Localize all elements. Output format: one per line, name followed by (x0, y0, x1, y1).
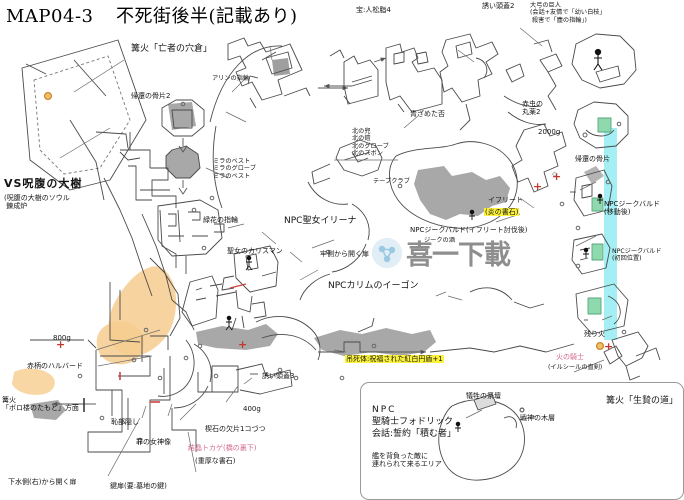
label-vs-tree-sub: (呪腹の大樹のソウル 錬成炉 (4, 194, 70, 211)
label-siegward-soup: ジークの酒 (424, 237, 455, 244)
svg-text:+: + (552, 170, 561, 183)
label-npc-box-title: NPC (372, 405, 397, 415)
label-npc-box-covenant: 会話:誓約「積む者」 (372, 429, 457, 439)
label-red-halberd: 赤柄のハルバード (27, 362, 83, 370)
label-ifrit-stone: (炎の書石) (484, 208, 520, 217)
label-crystal-lizard-sub: (重厚な書石) (195, 457, 236, 465)
label-npc-siegbald-first: NPCジークバルド (初回位置) (612, 248, 662, 263)
label-sewer-door: 下水側(右)から開く扉 (8, 478, 77, 486)
svg-text:+: + (533, 180, 542, 193)
page-title: MAP04-3 不死街後半(記載あり) (6, 2, 298, 28)
label-giant-bow: 大弓の巨人 (会話+友情で「幼い白枝」 殺害で「塵の指輪」) (530, 2, 606, 24)
label-vs-tree: VS呪腹の大樹 (4, 177, 83, 190)
light-beam (604, 128, 617, 340)
svg-text:+: + (604, 340, 613, 353)
map-name: 不死街後半(記載あり) (115, 6, 298, 27)
label-homeward-bone2: 帰還の骨片2 (131, 92, 171, 100)
label-door-from-cell: 牢側から開く扉 (320, 250, 369, 258)
label-bonfire-sacrifice: 篝火「生贄の道」 (606, 396, 679, 406)
label-hanged-body: 吊死体:祝福された紅白円盾+1 (345, 355, 444, 364)
watermark: 喜一下載 (372, 233, 511, 272)
label-souls-2000: 2000g (538, 128, 561, 136)
link-circle-icon (372, 237, 402, 268)
label-npc-irina: NPC聖女イリーナ (284, 216, 357, 226)
label-locked-door: 鍵扉(要:墓地の鍵) (110, 482, 167, 490)
label-pale-tongue: 青ざめた否 (410, 110, 445, 118)
label-shame-cover: 恥部隠し (111, 418, 139, 426)
label-sacrifice-altar: 犠牲の祭壇 (466, 392, 501, 400)
gray-zone-bridge (314, 328, 436, 356)
npc-info-box (360, 382, 684, 500)
label-ifrit: イフリート (488, 196, 523, 204)
label-goddess-statue: 罪の女神像 (136, 438, 171, 446)
label-knight-of-fire-sub: (イルシールの直剣) (548, 364, 603, 371)
label-gold-800: 800g (53, 334, 71, 342)
watermark-text: 喜一下載 (406, 240, 511, 271)
gray-square-top (272, 58, 290, 76)
map-code: MAP04-3 (6, 6, 94, 27)
map-dots: ⬦ (43, 91, 627, 443)
label-npc-box-name: 聖騎士フォドリック (372, 417, 454, 427)
label-war-god-tree: 戦神の木層 (520, 414, 555, 422)
label-embers: 残り火 (584, 330, 605, 338)
gray-zone-lower (196, 324, 278, 350)
gray-diamond (584, 166, 604, 184)
gray-bone-icon (168, 102, 196, 130)
label-treasure-pine-resin: 宝:人松脂4 (356, 6, 391, 14)
label-knight-of-fire: 火の騎士 (556, 353, 584, 361)
label-red-bug-pellet2: 赤虫の 丸薬2 (522, 100, 543, 117)
gray-octagon (166, 146, 200, 178)
label-npc-box-note: 艦を背負った敵に 連れられて来るエリア (372, 452, 442, 469)
label-npc-siegward-after: NPCジークバルド(イフリート討伐後) (410, 226, 528, 234)
svg-text:⬦: ⬦ (552, 170, 557, 178)
label-mirrah-set: ミラのベスト ミラのグローブ ミラのベスト (213, 158, 256, 180)
label-alluring-skull3: 誘い頭蓋3 (262, 372, 295, 380)
label-alluring-skull2: 誘い頭蓋2 (482, 2, 515, 10)
label-crystal-lizard: 結晶トカゲ(橋の裏下) (188, 444, 257, 452)
label-bonfire-tower-dir: 篝火 「ボロ楼のたもと」方面 (2, 396, 79, 413)
svg-text:+: + (238, 338, 247, 351)
label-alins-ring: アリンの指輪 (212, 75, 250, 82)
gray-zone-boss (414, 166, 510, 220)
label-deep-crab: テープクラブ (373, 178, 410, 185)
label-saint-talisman: 聖女のカリスマン (227, 247, 283, 255)
label-titanite-shard: 楔石の欠片1コづつ (205, 425, 266, 433)
label-npc-siegbald-moved: NPCジークバルド (移動後) (604, 200, 660, 217)
label-green-flower-ring: 緑花の指輪 (203, 216, 238, 224)
label-npc-eygon: NPCカリムのイーゴン (328, 281, 419, 291)
label-north-set: 北の兜 北の鎧 北のグローブ 北のズボン (352, 128, 389, 157)
label-gold-400: 400g (243, 405, 261, 413)
svg-text:+: + (56, 338, 65, 351)
label-homeward-bone-piece: 帰還の骨片 (575, 155, 610, 163)
label-bonfire-tomb: 篝火「亡者の穴倉」 (131, 44, 213, 54)
